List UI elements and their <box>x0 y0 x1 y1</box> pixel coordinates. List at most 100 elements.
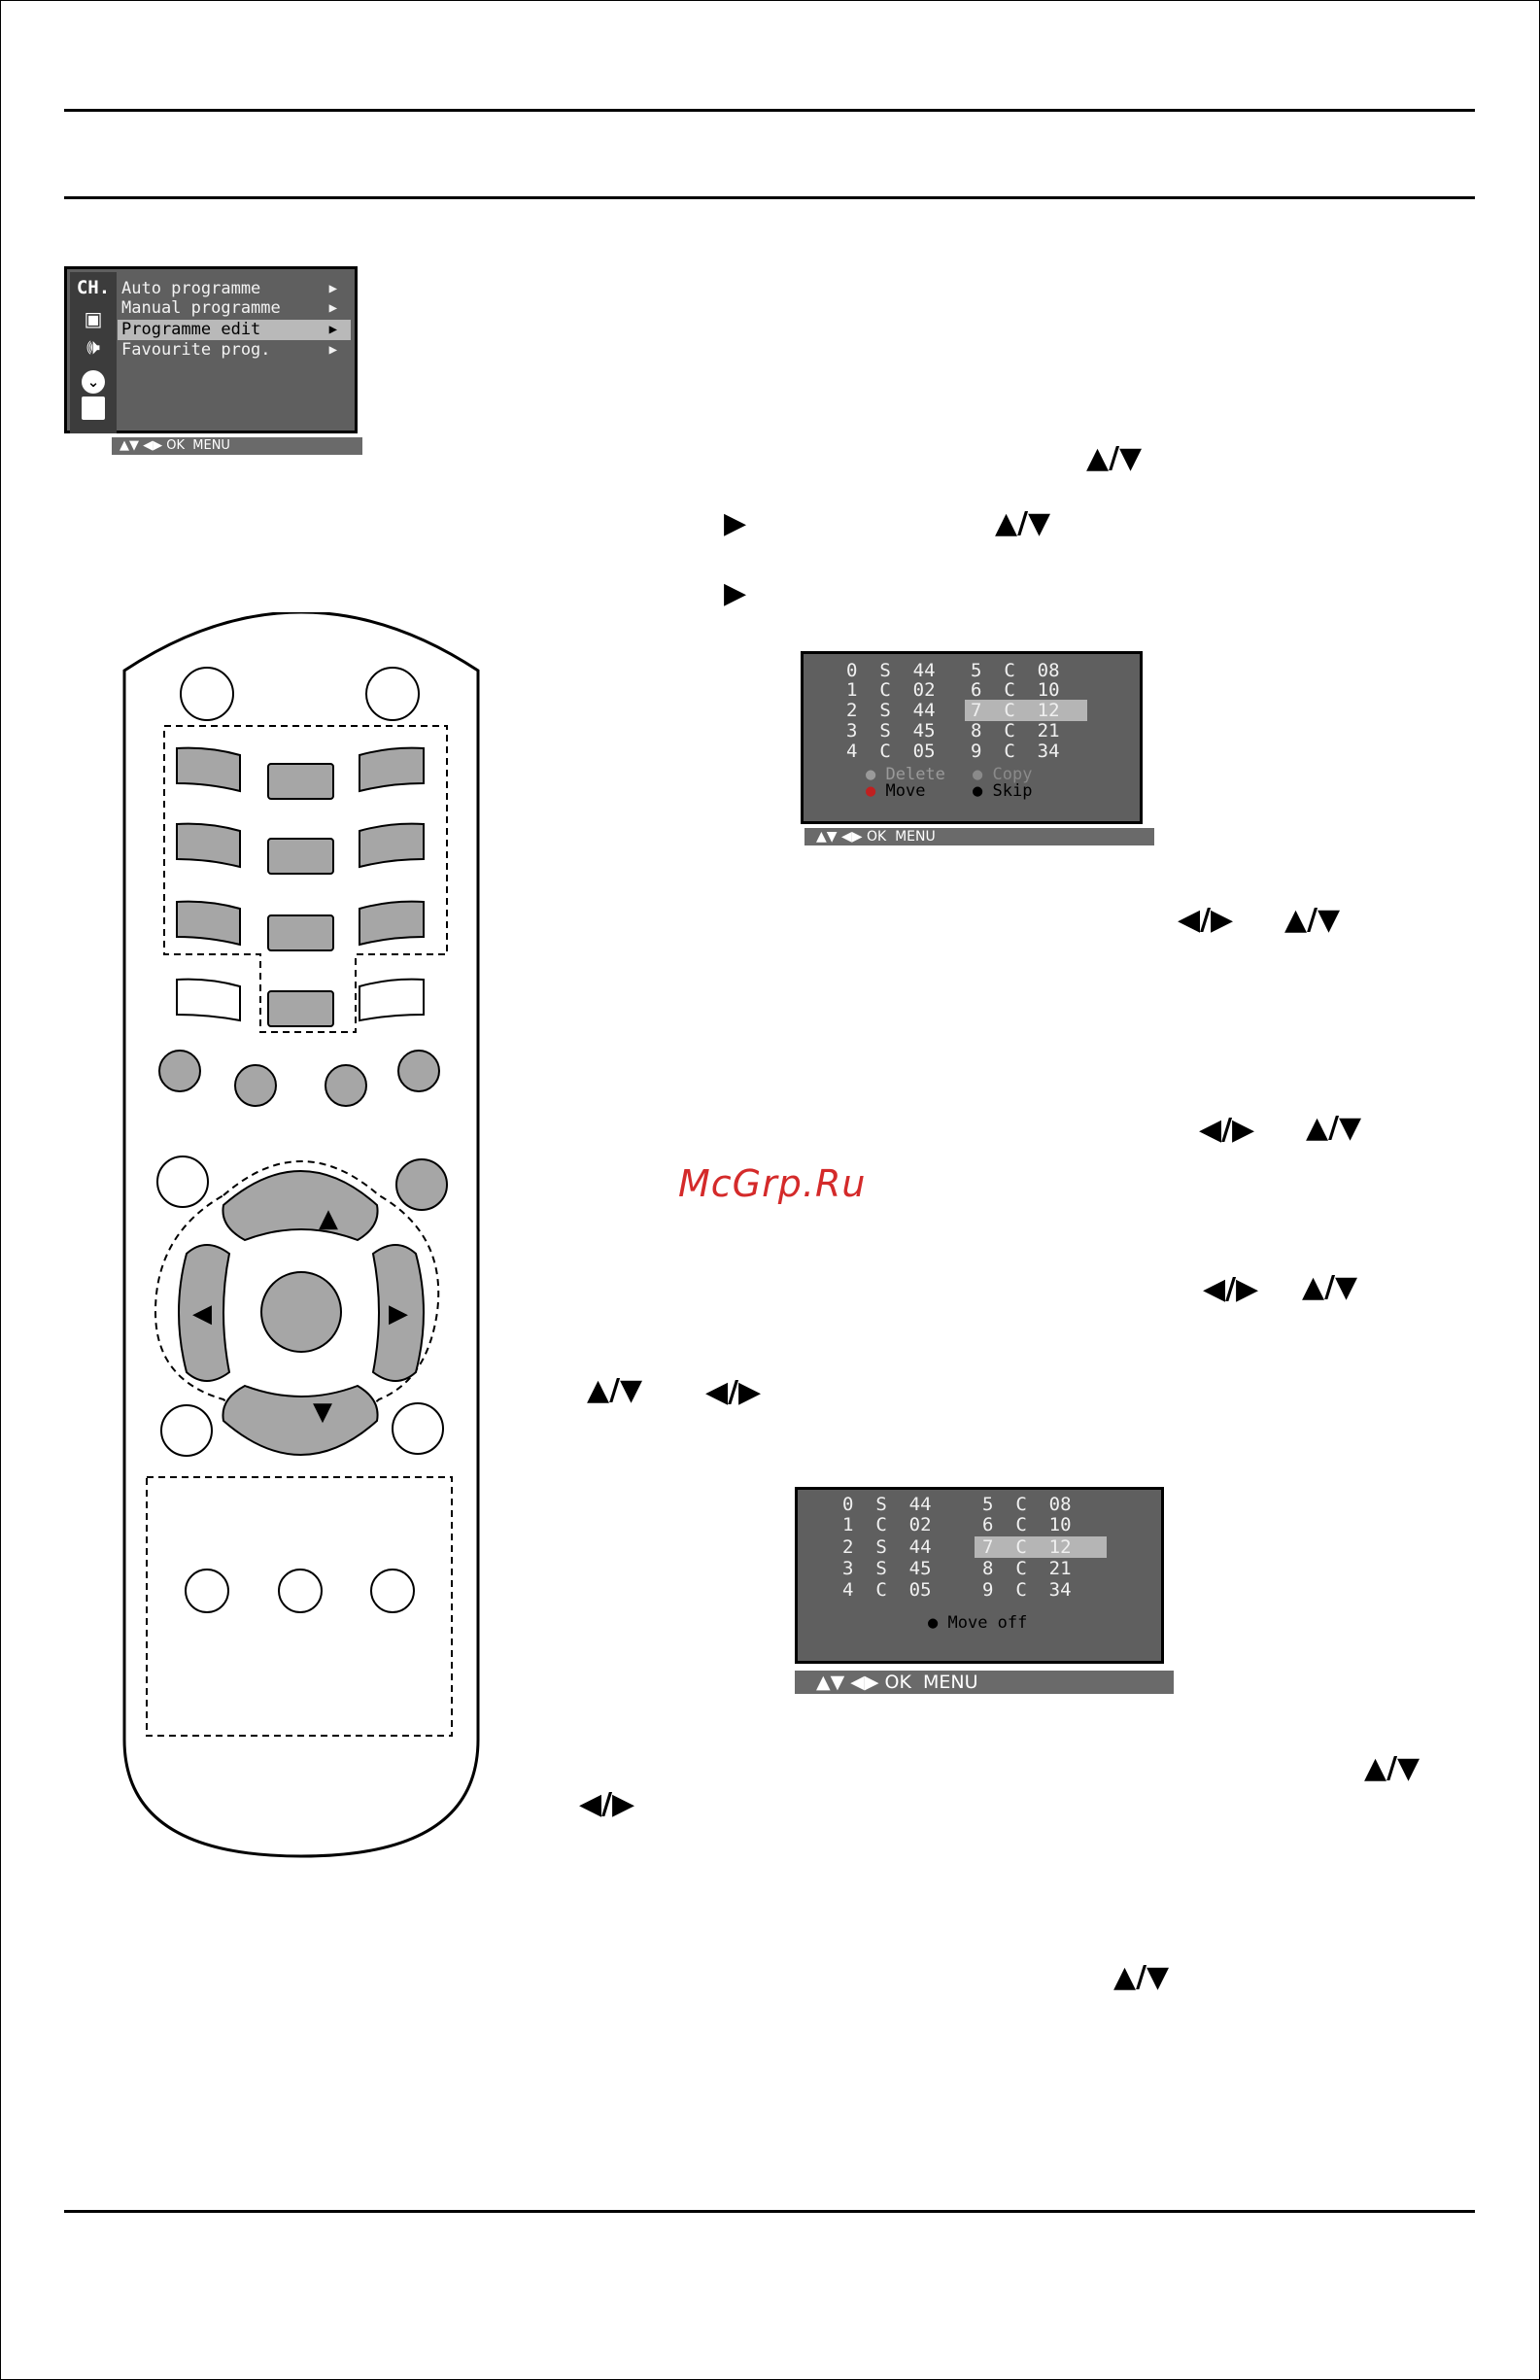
option-label: Skip <box>992 781 1033 801</box>
updown-symbol: ▲/▼ <box>587 1373 643 1407</box>
move-status: ● Move off <box>928 1613 1028 1633</box>
channel-menu-osd: CH. ▣ 🕪 ⌄ Auto programme ▶ Manual progra… <box>64 266 358 433</box>
number-button-3[interactable] <box>359 746 425 793</box>
bottom-button-1[interactable] <box>185 1569 229 1613</box>
lower-right-button[interactable] <box>392 1402 444 1455</box>
number-button-5[interactable] <box>267 838 334 875</box>
up-button[interactable] <box>222 1170 379 1242</box>
right-symbol: ▶ <box>724 506 747 540</box>
bottom-button-3[interactable] <box>370 1569 415 1613</box>
move-status-label: Move off <box>947 1613 1028 1633</box>
leftright-symbol: ◀/▶ <box>579 1787 635 1821</box>
programme-entry-selected[interactable]: 7 C 12 <box>965 700 1087 721</box>
time-icon: ⌄ <box>76 365 111 394</box>
programme-entry[interactable]: 1 C 02 <box>846 679 936 701</box>
watermark-text: McGrp.Ru <box>678 1162 867 1205</box>
right-symbol: ▶ <box>724 576 747 610</box>
programme-entry[interactable]: 4 C 05 <box>846 741 936 762</box>
programme-entry[interactable]: 6 C 10 <box>971 679 1060 701</box>
menu-item-auto-programme[interactable]: Auto programme ▶ <box>118 279 351 299</box>
power-button[interactable] <box>180 667 234 721</box>
programme-entry[interactable]: 0 S 44 <box>842 1494 932 1515</box>
special-icon <box>76 397 111 426</box>
programme-entry[interactable]: 4 C 05 <box>842 1579 932 1601</box>
left-button[interactable] <box>178 1244 231 1382</box>
programme-entry[interactable]: 1 C 02 <box>842 1514 932 1535</box>
arrow-left-icon: ◀ <box>192 1299 212 1328</box>
leftright-symbol: ◀/▶ <box>1178 903 1234 937</box>
option-skip[interactable]: ● Skip <box>973 781 1033 801</box>
remote-control: ▲ ▼ ◀ ▶ <box>122 612 480 1858</box>
menu-item-favourite-prog[interactable]: Favourite prog. ▶ <box>118 340 351 361</box>
function-button-4[interactable] <box>397 1050 440 1092</box>
lower-left-button[interactable] <box>160 1404 213 1457</box>
programme-entry[interactable]: 5 C 08 <box>971 660 1060 681</box>
chevron-right-icon: ▶ <box>328 281 337 296</box>
leftright-symbol: ◀/▶ <box>1199 1113 1255 1147</box>
list-button[interactable] <box>176 978 241 1022</box>
number-button-9[interactable] <box>359 900 425 947</box>
ok-button[interactable] <box>260 1271 342 1353</box>
programme-entry[interactable]: 6 C 10 <box>982 1514 1072 1535</box>
menu-item-programme-edit[interactable]: Programme edit ▶ <box>118 320 351 340</box>
number-button-1[interactable] <box>176 746 241 793</box>
programme-entry[interactable]: 0 S 44 <box>846 660 936 681</box>
menu3-hint-bar: ▲▼ ◀▶ OK MENU <box>795 1671 1174 1694</box>
menu1-hint-bar: ▲▼ ◀▶ OK MENU <box>112 437 362 455</box>
number-pad-region <box>163 725 448 1033</box>
programme-entry[interactable]: 5 C 08 <box>982 1494 1072 1515</box>
menu-item-label: Manual programme <box>121 298 281 318</box>
number-button-0[interactable] <box>267 990 334 1027</box>
navigation-ring <box>154 1160 440 1434</box>
menu-item-label: Auto programme <box>121 279 261 298</box>
mute-button[interactable] <box>365 667 420 721</box>
arrow-right-icon: ▶ <box>389 1299 408 1328</box>
programme-entry[interactable]: 2 S 44 <box>846 700 936 721</box>
chevron-right-icon: ▶ <box>328 322 337 337</box>
option-copy[interactable]: ● Copy <box>973 765 1033 784</box>
programme-entry[interactable]: 3 S 45 <box>842 1558 932 1579</box>
programme-entry[interactable]: 8 C 21 <box>982 1558 1072 1579</box>
menu-item-manual-programme[interactable]: Manual programme ▶ <box>118 298 351 319</box>
option-label: Move <box>885 781 926 801</box>
footer-rule <box>64 2210 1475 2213</box>
leftright-symbol: ◀/▶ <box>705 1375 762 1409</box>
bottom-button-2[interactable] <box>278 1569 323 1613</box>
function-button-3[interactable] <box>325 1064 367 1107</box>
down-button[interactable] <box>222 1384 379 1456</box>
updown-symbol: ▲/▼ <box>1302 1270 1358 1304</box>
header-rule-top <box>64 109 1475 112</box>
programme-list-left: 0 S 44 1 C 02 2 S 44 3 S 45 4 C 05 <box>846 660 936 810</box>
menu-item-label: Programme edit <box>121 320 261 339</box>
header-rule-bottom <box>64 196 1475 199</box>
exit-button[interactable] <box>395 1158 448 1211</box>
sound-icon: 🕪 <box>86 335 100 360</box>
option-move[interactable]: ● Move <box>866 781 926 801</box>
function-button-1[interactable] <box>158 1050 201 1092</box>
updown-symbol: ▲/▼ <box>1113 1960 1170 1994</box>
programme-entry[interactable]: 8 C 21 <box>971 720 1060 742</box>
number-button-6[interactable] <box>359 822 425 869</box>
programme-entry[interactable]: 3 S 45 <box>846 720 936 742</box>
number-button-2[interactable] <box>267 763 334 800</box>
arrow-down-icon: ▼ <box>313 1397 332 1427</box>
option-label: Copy <box>992 765 1033 784</box>
updown-symbol: ▲/▼ <box>1306 1111 1362 1145</box>
programme-entry[interactable]: 9 C 34 <box>982 1579 1072 1601</box>
programme-entry-selected[interactable]: 7 C 12 <box>975 1536 1107 1558</box>
bottom-panel-region <box>146 1476 453 1737</box>
right-button[interactable] <box>371 1244 425 1382</box>
arrow-up-icon: ▲ <box>319 1204 338 1233</box>
channel-icon: CH. <box>76 277 111 298</box>
number-button-8[interactable] <box>267 914 334 951</box>
programme-entry[interactable]: 9 C 34 <box>971 741 1060 762</box>
option-delete[interactable]: ● Delete <box>866 765 945 784</box>
number-button-4[interactable] <box>176 822 241 869</box>
function-button-2[interactable] <box>234 1064 277 1107</box>
number-button-7[interactable] <box>176 900 241 947</box>
picture-icon: ▣ <box>84 307 103 330</box>
programme-entry[interactable]: 2 S 44 <box>842 1536 932 1558</box>
menu-button[interactable] <box>156 1156 209 1208</box>
qview-button[interactable] <box>359 978 425 1022</box>
leftright-symbol: ◀/▶ <box>1203 1272 1259 1306</box>
